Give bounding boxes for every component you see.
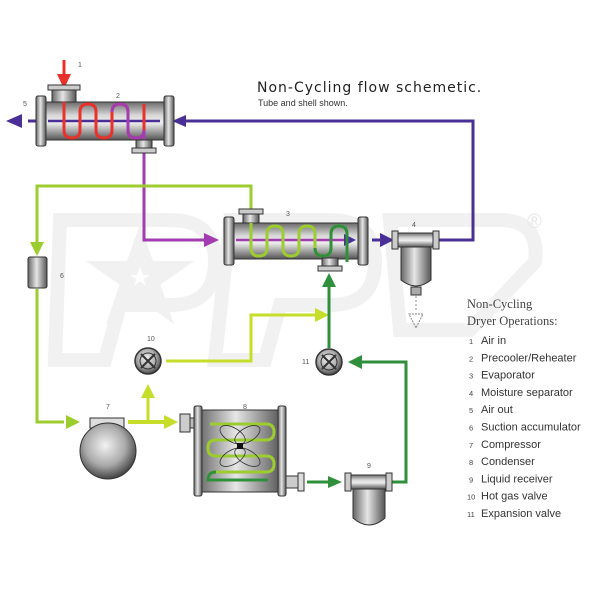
arrow-icon bbox=[380, 233, 394, 247]
arrow-icon bbox=[141, 384, 155, 398]
air-out-arrow-icon bbox=[6, 114, 22, 128]
legend-item-number: 5 bbox=[469, 406, 473, 415]
legend-item: 1 Air in bbox=[469, 335, 506, 347]
label-10: 10 bbox=[147, 336, 155, 343]
arrow-icon bbox=[164, 415, 178, 429]
compressor bbox=[79, 417, 137, 480]
legend-item: 2 Precooler/Reheater bbox=[469, 352, 577, 364]
legend-item-label: Liquid receiver bbox=[481, 473, 553, 485]
legend-item-number: 7 bbox=[469, 441, 473, 450]
legend-item: 6 Suction accumulator bbox=[469, 422, 581, 434]
label-2: 2 bbox=[116, 93, 120, 100]
legend: Non-Cycling Dryer Operations: 1 Air in 2 Pr… bbox=[467, 297, 581, 520]
legend-item-label: Expansion valve bbox=[481, 508, 561, 520]
label-4: 4 bbox=[412, 222, 416, 229]
legend-item-label: Air out bbox=[481, 404, 513, 416]
label-9: 9 bbox=[367, 463, 371, 470]
legend-item-number: 6 bbox=[469, 424, 473, 433]
legend-item: 5 Air out bbox=[469, 404, 513, 416]
arrow-icon bbox=[328, 476, 342, 488]
legend-item-label: Compressor bbox=[481, 439, 541, 451]
legend-item-number: 3 bbox=[469, 372, 473, 381]
label-1: 1 bbox=[78, 62, 82, 69]
diagram-subtitle: Tube and shell shown. bbox=[258, 98, 348, 108]
arrow-icon bbox=[348, 355, 362, 369]
legend-item: 11 Expansion valve bbox=[467, 508, 561, 520]
arrow-icon bbox=[315, 308, 329, 322]
label-5: 5 bbox=[23, 101, 27, 108]
precooled-air-line bbox=[142, 150, 219, 247]
liquid-line bbox=[307, 273, 408, 488]
legend-item-number: 4 bbox=[469, 389, 473, 398]
arrow-icon bbox=[30, 242, 44, 256]
legend-item-label: Hot gas valve bbox=[481, 491, 548, 503]
legend-item: 8 Condenser bbox=[469, 456, 535, 468]
legend-item-label: Evaporator bbox=[481, 370, 535, 382]
air-out-line bbox=[6, 114, 475, 247]
legend-item-number: 2 bbox=[469, 354, 473, 363]
legend-item-label: Condenser bbox=[481, 456, 535, 468]
legend-item-number: 9 bbox=[469, 475, 473, 484]
legend-item: 9 Liquid receiver bbox=[469, 473, 553, 485]
label-3: 3 bbox=[286, 211, 290, 218]
condenser bbox=[179, 405, 305, 497]
label-8: 8 bbox=[243, 404, 247, 411]
suction-line bbox=[30, 184, 253, 429]
legend-item-number: 8 bbox=[469, 458, 473, 467]
liquid-receiver bbox=[344, 472, 393, 526]
arrow-icon bbox=[66, 415, 80, 429]
air-in-arrow bbox=[57, 60, 71, 89]
expansion-valve bbox=[315, 348, 343, 376]
precooler-reheater bbox=[35, 84, 175, 154]
legend-item: 7 Compressor bbox=[469, 439, 541, 451]
legend-item-label: Air in bbox=[481, 335, 506, 347]
air-in-arrow-icon bbox=[57, 74, 71, 89]
moisture-separator bbox=[391, 230, 440, 330]
legend-item-label: Precooler/Reheater bbox=[481, 352, 577, 364]
legend-item-label: Moisture separator bbox=[481, 387, 573, 399]
label-11: 11 bbox=[302, 359, 309, 366]
diagram-title: Non-Cycling flow schemetic. bbox=[257, 80, 482, 96]
hot-gas-line bbox=[128, 308, 329, 429]
arrow-icon bbox=[172, 115, 186, 127]
label-7: 7 bbox=[106, 404, 110, 411]
arrow-icon bbox=[204, 233, 219, 247]
legend-item-number: 10 bbox=[467, 493, 475, 502]
component-labels: 1 2 3 4 5 6 7 8 9 10 11 bbox=[23, 62, 416, 470]
legend-heading-line1: Non-Cycling bbox=[467, 297, 533, 311]
label-6: 6 bbox=[60, 273, 64, 280]
suction-accumulator bbox=[27, 256, 48, 289]
legend-item: 4 Moisture separator bbox=[469, 387, 573, 399]
legend-item-label: Suction accumulator bbox=[481, 422, 581, 434]
arrow-icon bbox=[322, 273, 336, 287]
legend-item: 3 Evaporator bbox=[469, 370, 535, 382]
legend-item-number: 1 bbox=[469, 337, 473, 346]
evaporator bbox=[223, 208, 369, 272]
legend-heading-line2: Dryer Operations: bbox=[467, 314, 558, 328]
legend-item: 10 Hot gas valve bbox=[467, 491, 548, 503]
registered-mark: ® bbox=[527, 211, 542, 233]
legend-item-number: 11 bbox=[467, 510, 475, 519]
hot-gas-valve bbox=[134, 347, 162, 375]
